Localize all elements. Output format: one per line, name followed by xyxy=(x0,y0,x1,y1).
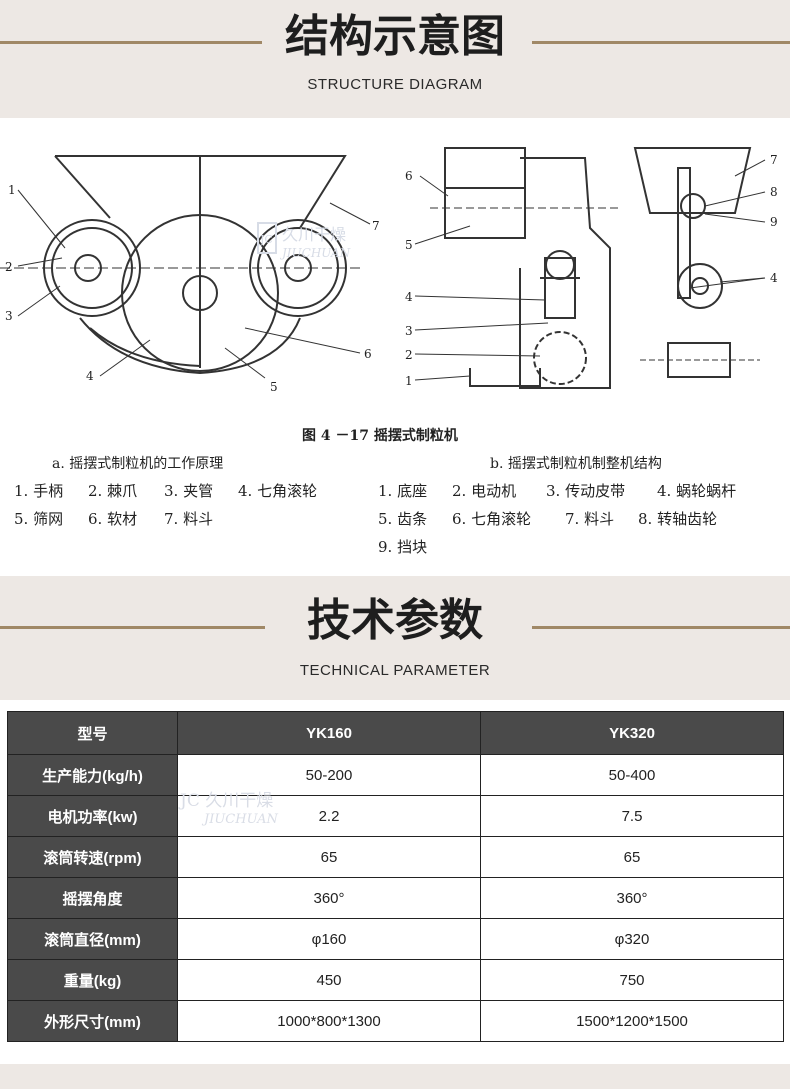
divider-left xyxy=(0,41,262,44)
legend-a-5: 5. 筛网 xyxy=(14,510,63,528)
callout-a-1: 1 xyxy=(8,183,16,197)
legend-b-5: 5. 齿条 xyxy=(378,510,427,528)
cell-yk320: 65 xyxy=(480,836,784,878)
watermark-en: JIUCHUAN xyxy=(279,246,351,260)
table-watermark: JC 久川干燥 JIUCHUAN xyxy=(180,793,278,828)
cell-yk160: 450 xyxy=(177,959,481,1001)
section-header-structure: 结构示意图 STRUCTURE DIAGRAM xyxy=(0,0,790,118)
header-model: 型号 xyxy=(7,711,178,755)
watermark-cn: 久川干燥 xyxy=(282,225,346,244)
watermark-logo-text: JC xyxy=(180,791,200,811)
cell-yk160: 2.2 xyxy=(177,795,481,837)
structure-diagram: 1 2 3 4 5 6 7 6 5 4 3 2 1 7 8 9 4 JC 久川干… xyxy=(0,118,790,576)
header-yk160: YK160 xyxy=(177,711,481,755)
cell-yk320: 360° xyxy=(480,877,784,919)
callout-b-7: 7 xyxy=(770,153,778,167)
legend-a-2: 2. 棘爪 xyxy=(88,482,137,500)
table-row: 电机功率(kw) 2.2 7.5 xyxy=(7,795,784,837)
legend-b-6: 6. 七角滚轮 xyxy=(452,510,531,528)
header-yk320: YK320 xyxy=(480,711,784,755)
cell-yk320: 50-400 xyxy=(480,754,784,796)
watermark-en: JIUCHUAN xyxy=(204,812,278,827)
row-label: 滚筒直径(mm) xyxy=(7,918,178,960)
callout-a-7: 7 xyxy=(372,219,380,233)
section-title: 技术参数 xyxy=(307,595,483,646)
diagram-drawing: 1 2 3 4 5 6 7 6 5 4 3 2 1 7 8 9 4 JC 久川干… xyxy=(0,147,778,556)
callout-a-2: 2 xyxy=(5,260,13,274)
callout-b-4r: 4 xyxy=(770,271,778,285)
row-label: 摇摆角度 xyxy=(7,877,178,919)
watermark-logo: JC 久川干燥 JIUCHUAN xyxy=(257,222,351,260)
cell-yk160: 65 xyxy=(177,836,481,878)
legend-b-1: 1. 底座 xyxy=(378,482,427,500)
callout-b-9: 9 xyxy=(770,215,778,229)
table-header-row: 型号 YK160 YK320 xyxy=(7,711,784,755)
cell-yk320: φ320 xyxy=(480,918,784,960)
cell-yk160: 1000*800*1300 xyxy=(177,1000,481,1042)
section-title: 结构示意图 xyxy=(285,11,505,62)
cell-yk320: 1500*1200*1500 xyxy=(480,1000,784,1042)
cell-yk320: 7.5 xyxy=(480,795,784,837)
callout-a-5: 5 xyxy=(270,380,278,394)
legend-b-8: 8. 转轴齿轮 xyxy=(638,510,717,528)
cell-yk160: 50-200 xyxy=(177,754,481,796)
row-label: 电机功率(kw) xyxy=(7,795,178,837)
legend-a-1: 1. 手柄 xyxy=(14,482,63,500)
cell-yk320: 750 xyxy=(480,959,784,1001)
callout-b-6: 6 xyxy=(405,169,413,183)
legend-b-4: 4. 蜗轮蜗杆 xyxy=(657,482,736,500)
table-row: 生产能力(kg/h) 50-200 50-400 xyxy=(7,754,784,796)
section-subtitle: TECHNICAL PARAMETER xyxy=(299,662,491,679)
callout-a-3: 3 xyxy=(5,309,13,323)
parameter-table-area: 型号 YK160 YK320 生产能力(kg/h) 50-200 50-400 … xyxy=(0,700,790,1089)
callout-a-4: 4 xyxy=(86,369,94,383)
watermark-logo-text: JC xyxy=(259,233,273,246)
table-row: 滚筒直径(mm) φ160 φ320 xyxy=(7,918,784,960)
legend-a-7: 7. 料斗 xyxy=(164,510,213,528)
callout-b-1: 1 xyxy=(405,374,413,388)
legend-b-7: 7. 料斗 xyxy=(565,510,614,528)
cell-yk160: φ160 xyxy=(177,918,481,960)
row-label: 滚筒转速(rpm) xyxy=(7,836,178,878)
parameter-table: 型号 YK160 YK320 生产能力(kg/h) 50-200 50-400 … xyxy=(7,711,784,1042)
row-label: 生产能力(kg/h) xyxy=(7,754,178,796)
legend-b-3: 3. 传动皮带 xyxy=(546,482,625,500)
callout-a-6: 6 xyxy=(364,347,372,361)
footer-band xyxy=(0,1064,790,1089)
callout-b-4: 4 xyxy=(405,290,413,304)
table-row: 外形尺寸(mm) 1000*800*1300 1500*1200*1500 xyxy=(7,1000,784,1042)
table-row: 重量(kg) 450 750 xyxy=(7,959,784,1001)
diagram-b-title: b. 摇摆式制粒机制整机结构 xyxy=(490,456,662,472)
cell-yk160: 360° xyxy=(177,877,481,919)
callout-b-3: 3 xyxy=(405,324,413,338)
divider-right xyxy=(532,626,790,629)
callout-b-5: 5 xyxy=(405,238,413,252)
legend-a-6: 6. 软材 xyxy=(88,510,137,528)
table-row: 滚筒转速(rpm) 65 65 xyxy=(7,836,784,878)
legend-a-3: 3. 夹管 xyxy=(164,482,213,500)
callout-b-8: 8 xyxy=(770,185,778,199)
row-label: 重量(kg) xyxy=(7,959,178,1001)
figure-caption: 图 4 －17 摇摆式制粒机 xyxy=(302,427,458,444)
legend-b-2: 2. 电动机 xyxy=(452,482,516,500)
legend-a-4: 4. 七角滚轮 xyxy=(238,482,317,500)
row-label: 外形尺寸(mm) xyxy=(7,1000,178,1042)
divider-left xyxy=(0,626,265,629)
legend-b-9: 9. 挡块 xyxy=(378,538,427,556)
section-header-technical: 技术参数 TECHNICAL PARAMETER xyxy=(0,576,790,700)
watermark-cn: 久川干燥 xyxy=(205,791,274,811)
table-row: 摇摆角度 360° 360° xyxy=(7,877,784,919)
callout-b-2: 2 xyxy=(405,348,413,362)
section-subtitle: STRUCTURE DIAGRAM xyxy=(307,76,483,93)
divider-right xyxy=(532,41,790,44)
diagram-a-title: a. 摇摆式制粒机的工作原理 xyxy=(52,456,223,472)
